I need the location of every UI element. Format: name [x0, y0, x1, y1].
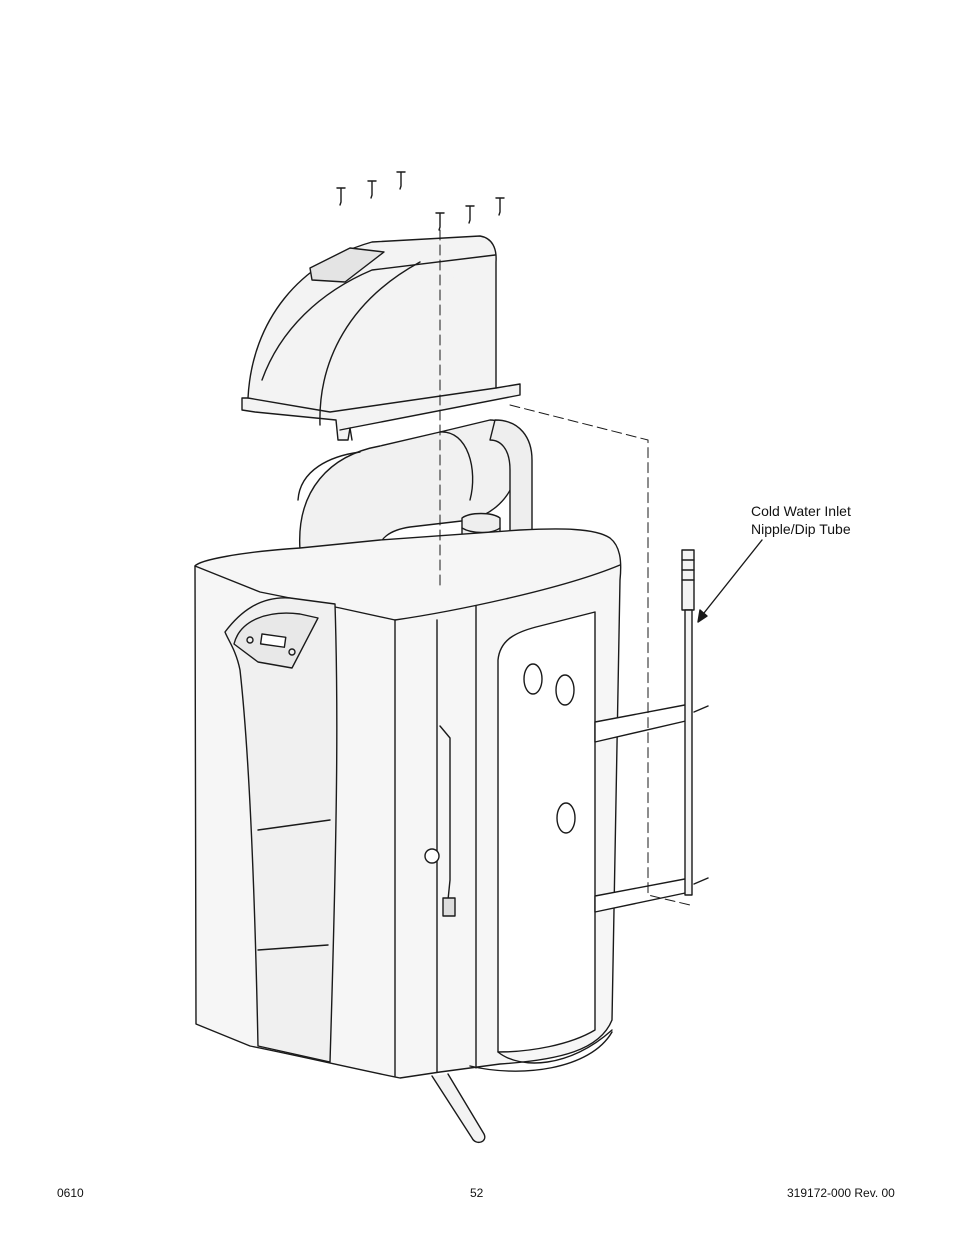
callout-line-1: Cold Water Inlet [751, 502, 851, 520]
page-number: 52 [470, 1186, 483, 1200]
screw-icon [337, 172, 504, 230]
callout-line-2: Nipple/Dip Tube [751, 520, 851, 538]
callout-arrow [698, 540, 762, 622]
dip-tube [682, 550, 708, 895]
footer-date-code: 0610 [57, 1186, 84, 1200]
top-cover [242, 236, 520, 440]
callout-label: Cold Water Inlet Nipple/Dip Tube [751, 502, 851, 538]
document-id: 319172-000 Rev. 00 [787, 1186, 895, 1200]
